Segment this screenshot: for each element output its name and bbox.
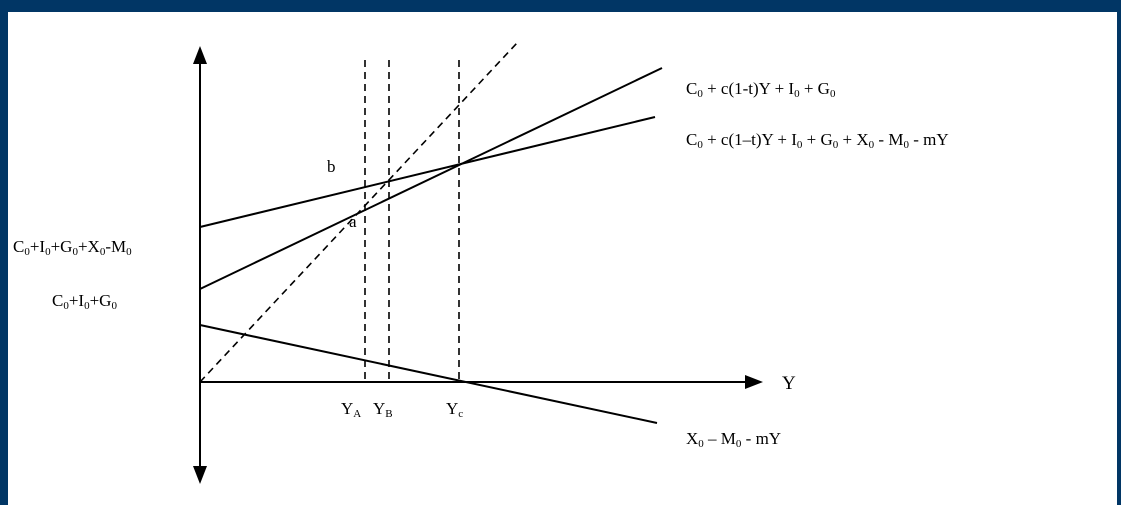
y-axis-arrow-down [193, 466, 207, 484]
tick-label-yb: YB [373, 399, 393, 420]
intercept-label-closed: C0+I0+G0 [52, 291, 117, 312]
intercept-label-open: C0+I0+G0+X0-M0 [13, 237, 132, 258]
tick-label-yc: Yc [446, 399, 463, 420]
y-axis-arrow-up [193, 46, 207, 64]
open-economy-ae-line [199, 116, 656, 228]
closed-economy-ae-line [199, 67, 663, 290]
point-label-a: a [349, 212, 357, 231]
closed-economy-ae-label: C0 + c(1-t)Y + I0 + G0 [686, 79, 836, 100]
diagram-panel [8, 12, 1117, 505]
point-label-b: b [327, 157, 336, 176]
x-axis-arrow [745, 375, 763, 389]
open-economy-ae-label: C0 + c(1–t)Y + I0 + G0 + X0 - M0 - mY [686, 130, 949, 151]
tick-label-ya: YA [341, 399, 361, 420]
x-axis-label: Y [782, 373, 796, 394]
net-exports-line [199, 324, 658, 424]
net-exports-label: X0 – M0 - mY [686, 429, 781, 450]
